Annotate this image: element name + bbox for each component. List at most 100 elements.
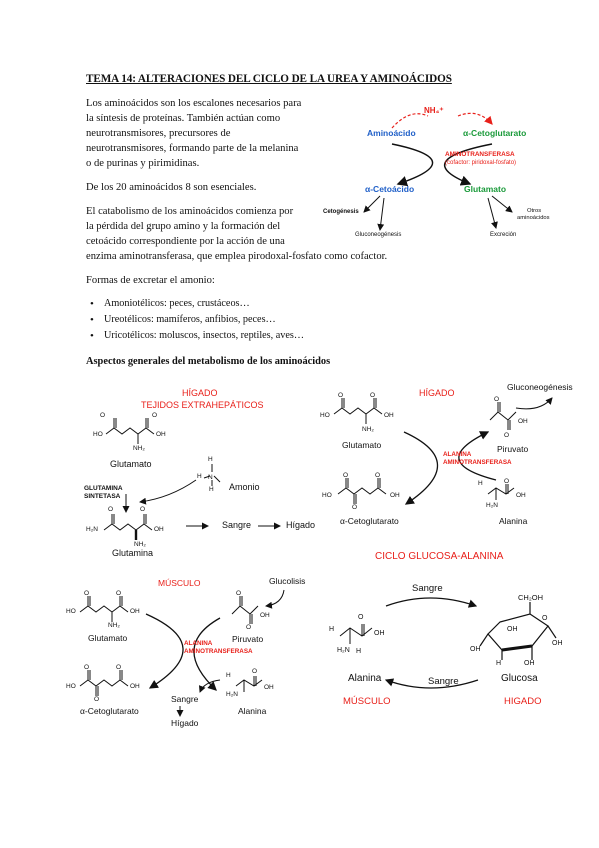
nh2-label: NH₂ [134, 541, 146, 548]
nh2-label: NH₂ [362, 426, 374, 433]
musculo-heading: MÚSCULO [158, 578, 201, 588]
o-label: O [252, 668, 258, 675]
alanina-structure-cycle [339, 624, 373, 644]
oh-label: OH [390, 492, 400, 499]
alanina-name-muscle: Alanina [238, 706, 267, 716]
tejidos-heading: TEJIDOS EXTRAHEPÁTICOS [141, 400, 264, 410]
glucolisis-label: Glucolisis [269, 576, 306, 586]
to-cetogenesis-arrow [363, 195, 381, 213]
ho-label: HO [322, 492, 332, 499]
list-item: Uricotélicos: moluscos, insectos, reptil… [90, 330, 304, 342]
higado-label-muscle: Hígado [171, 718, 199, 728]
alanina-name-cycle: Alanina [348, 673, 382, 684]
alanina-aminotransferasa-label: AMINOTRANSFERASA [184, 648, 253, 655]
o-label: O [116, 664, 122, 671]
ho-label: HO [320, 412, 330, 419]
glutamato-name: Glutamato [110, 459, 152, 469]
glutamina-sintetasa-label: SINTETASA [84, 493, 121, 500]
o-label: O [236, 590, 242, 597]
h-label: H [356, 648, 362, 655]
alanina-structure-liver [487, 484, 515, 500]
h-label: H [478, 480, 483, 487]
glutamina-structure [103, 514, 153, 540]
o-label: O [94, 696, 100, 703]
text-line: neurotransmisores, precursores de [86, 128, 231, 139]
gluconeogenesis-label-right: Gluconeogénesis [507, 382, 573, 392]
oh-label: OH [264, 684, 274, 691]
text-line: la pérdida del grupo amino y la formació… [86, 221, 281, 232]
oh-label: OH [260, 612, 270, 619]
glucolisis-arrow [265, 589, 285, 609]
excrecion-label: Excreción [490, 232, 517, 238]
page-title: TEMA 14: ALTERACIONES DEL CICLO DE LA UR… [86, 73, 452, 85]
musculo-label-cycle: MÚSCULO [343, 696, 391, 707]
o-label: O [84, 664, 90, 671]
nh4-label: NH₄⁺ [424, 106, 444, 115]
sangre-top-arrow [385, 597, 478, 608]
piruvato-name-liver: Piruvato [497, 444, 529, 454]
h2n-label: H₂N [486, 502, 498, 509]
n-label: N [208, 474, 213, 481]
o-label: O [152, 412, 158, 419]
o-label: O [84, 590, 90, 597]
oh-label: OH [507, 626, 518, 633]
o-label: O [504, 432, 510, 439]
o-label: O [116, 590, 122, 597]
o-label: O [108, 506, 114, 513]
higado-label-cycle: HIGADO [504, 696, 542, 707]
o-label: O [338, 392, 344, 399]
text-line: o de purinas y pirimidinas. [86, 158, 200, 169]
cetoglutarato-structure-muscle [79, 670, 129, 696]
aminotransferasa-label: AMINOTRANSFERASA [445, 151, 515, 158]
piruvato-name-muscle: Piruvato [232, 634, 264, 644]
cetoacido-label: α-Cetoácido [365, 184, 415, 194]
piruvato-structure-muscle [231, 596, 259, 624]
o-label: O [370, 392, 376, 399]
alanina-structure-muscle [235, 676, 263, 692]
nh2-label: NH₂ [133, 445, 145, 452]
glucosa-structure [479, 602, 557, 660]
amonio-structure [203, 464, 221, 486]
oh-label: OH [552, 640, 563, 647]
alanina-aminotransferasa-label: AMINOTRANSFERASA [443, 459, 512, 466]
text-line: neurotransmisores, formando parte de la … [86, 143, 299, 154]
alanina-to-piruvato-arrow [458, 431, 497, 481]
oh-label: OH [524, 660, 535, 667]
otros-label: Otros [527, 208, 542, 214]
o-label: O [100, 412, 106, 419]
piruvato-structure-liver [489, 402, 517, 430]
o-label: O [542, 615, 548, 622]
to-gluconeogenesis-arrow-liver [515, 397, 553, 410]
o-label: O [504, 478, 510, 485]
o-label: O [352, 504, 358, 511]
glutamina-sintetasa-arrow [139, 479, 197, 505]
oh-label: OH [518, 418, 528, 425]
oh-label: OH [156, 431, 166, 438]
cetogenesis-label: Cetogénesis [323, 209, 359, 215]
cetoglutarato-label: α-Cetoglutarato [463, 128, 527, 138]
ho-label: HO [66, 608, 76, 615]
to-otros-arrow [491, 195, 513, 213]
text-line: cetoácido correspondiente por la acción … [86, 236, 285, 247]
higado-heading: HÍGADO [182, 388, 218, 398]
nh4-uptake-arrow [457, 112, 493, 125]
h2n-label: H₂N [226, 691, 238, 698]
sangre-label-muscle: Sangre [171, 694, 199, 704]
to-gluconeogenesis-arrow [377, 197, 385, 231]
o-label: O [358, 614, 364, 621]
glucosa-name: Glucosa [501, 673, 538, 684]
section-subheading: Aspectos generales del metabolismo de lo… [86, 356, 331, 367]
o-label: O [140, 506, 146, 513]
sangre-top-label: Sangre [412, 583, 443, 594]
glutamina-name: Glutamina [112, 548, 154, 558]
glutamato-structure-liver [333, 398, 383, 424]
o-label: O [246, 624, 252, 631]
ho-label: HO [93, 431, 103, 438]
cetoglutarato-to-glutamato-arrow [444, 143, 493, 186]
text-line: El catabolismo de los aminoácidos comien… [86, 206, 294, 217]
h2n-label: H₂N [86, 526, 98, 533]
higado-label: Hígado [286, 520, 316, 530]
glutamato-name-liver: Glutamato [342, 440, 382, 450]
glutamato-name-muscle: Glutamato [88, 633, 128, 643]
